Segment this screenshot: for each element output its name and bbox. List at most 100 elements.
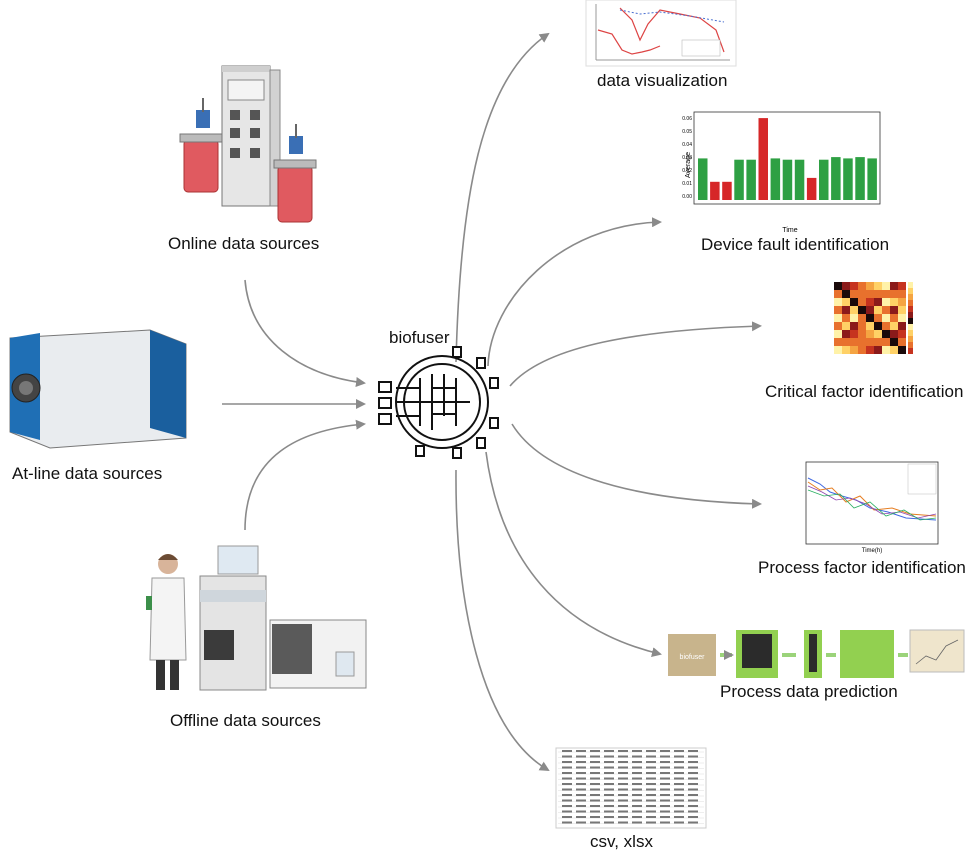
heatmap-cell	[898, 346, 906, 354]
heatmap-cell	[858, 346, 866, 354]
heatmap-cell	[890, 306, 898, 314]
fault-bar	[831, 157, 841, 200]
heatmap-cell	[850, 338, 858, 346]
visualization-label: data visualization	[597, 71, 728, 90]
fault-ytick: 0.06	[682, 116, 692, 122]
offline-sources-label: Offline data sources	[170, 711, 321, 730]
heatmap-cell	[842, 322, 850, 330]
fault-bar	[698, 158, 708, 200]
prediction-first-box-label: biofuser	[680, 654, 706, 661]
heatmap-cell	[842, 306, 850, 314]
fault-bar	[758, 118, 768, 200]
arrow-hub-to-prediction	[485, 451, 662, 657]
heatmap-cell	[890, 298, 898, 306]
heatmap-cell	[842, 282, 850, 290]
fault-ytick: 0.04	[682, 142, 692, 148]
heatmap-cell	[898, 338, 906, 346]
heatmap-cell	[850, 298, 858, 306]
heatmap-cell	[866, 298, 874, 306]
export-label: csv, xlsx	[590, 832, 653, 851]
heatmap-cell	[866, 306, 874, 314]
heatmap-cell	[890, 282, 898, 290]
fault-ytick: 0.01	[682, 181, 692, 187]
heatmap-cell	[874, 306, 882, 314]
process-factor-label: Process factor identification	[758, 558, 966, 577]
heatmap-cell	[882, 290, 890, 298]
heatmap-cell	[874, 290, 882, 298]
fault-bar	[794, 159, 805, 200]
fault-bar	[770, 158, 781, 200]
heatmap-cell	[842, 314, 850, 322]
heatmap-cell	[890, 314, 898, 322]
heatmap-cell	[882, 338, 890, 346]
heatmap-cell	[874, 338, 882, 346]
heatmap-cell	[866, 330, 874, 338]
prediction-label: Process data prediction	[720, 682, 898, 701]
critical-factor-label: Critical factor identification	[765, 382, 964, 401]
process-chart-xlabel: Time(h)	[862, 548, 882, 554]
heatmap-cell	[842, 298, 850, 306]
heatmap-cell	[882, 322, 890, 330]
heatmap-cell	[834, 290, 842, 298]
heatmap-cell	[898, 330, 906, 338]
device-fault-label: Device fault identification	[701, 235, 890, 254]
arrow-hub-to-device-fault	[487, 217, 662, 367]
heatmap-cell	[890, 322, 898, 330]
heatmap-cell	[898, 282, 906, 290]
arrow-offline-to-hub	[244, 419, 366, 531]
heatmap-cell	[842, 330, 850, 338]
heatmap-cell	[898, 314, 906, 322]
fault-bar	[855, 157, 865, 200]
heatmap-cell	[858, 282, 866, 290]
heatmap-cell	[842, 346, 850, 354]
hplc-system-illustration	[199, 545, 367, 691]
bioreactor-vessel-right	[273, 124, 317, 223]
heatmap-cell	[858, 298, 866, 306]
heatmap-cell	[850, 346, 858, 354]
arrow-hub-to-critical-factor	[509, 321, 762, 387]
heatmap-cell	[866, 314, 874, 322]
heatmap-cell	[874, 330, 882, 338]
heatmap-cell	[858, 338, 866, 346]
heatmap-cell	[834, 282, 842, 290]
heatmap-cell	[866, 282, 874, 290]
bioreactor-vessel-left	[179, 98, 223, 193]
heatmap-cell	[850, 314, 858, 322]
heatmap-cell	[866, 338, 874, 346]
heatmap-cell	[850, 330, 858, 338]
atline-instrument-illustration	[9, 329, 187, 449]
biofuser-hub-icon	[378, 346, 499, 459]
heatmap-cell	[882, 314, 890, 322]
fault-bar	[734, 159, 744, 200]
heatmap-cell	[882, 306, 890, 314]
fault-chart-ylabel: Average	[685, 152, 692, 178]
heatmap-cell	[834, 338, 842, 346]
heatmap-cell	[850, 306, 858, 314]
fault-bar	[819, 159, 829, 200]
arrow-hub-to-process-factor	[511, 423, 762, 509]
heatmap-cell	[874, 346, 882, 354]
heatmap-cell	[866, 346, 874, 354]
heatmap-cell	[834, 322, 842, 330]
heatmap-cell	[882, 346, 890, 354]
heatmap-cell	[898, 290, 906, 298]
heatmap-cell	[850, 282, 858, 290]
heatmap-cell	[898, 306, 906, 314]
heatmap-cell	[882, 330, 890, 338]
fault-bar	[746, 159, 756, 200]
prediction-pipeline-thumbnail: biofuser	[668, 629, 965, 678]
heatmap-cell	[866, 290, 874, 298]
heatmap-cell	[890, 346, 898, 354]
heatmap-cell	[858, 330, 866, 338]
heatmap-cell	[890, 290, 898, 298]
heatmap-cell	[850, 290, 858, 298]
heatmap-cell	[882, 298, 890, 306]
fault-bar	[722, 181, 732, 200]
fault-bar	[867, 158, 877, 200]
heatmap-cell	[882, 282, 890, 290]
heatmap-cell	[858, 314, 866, 322]
heatmap-cell	[874, 298, 882, 306]
heatmap-cell	[874, 282, 882, 290]
heatmap-cell	[850, 322, 858, 330]
heatmap-cell	[866, 322, 874, 330]
